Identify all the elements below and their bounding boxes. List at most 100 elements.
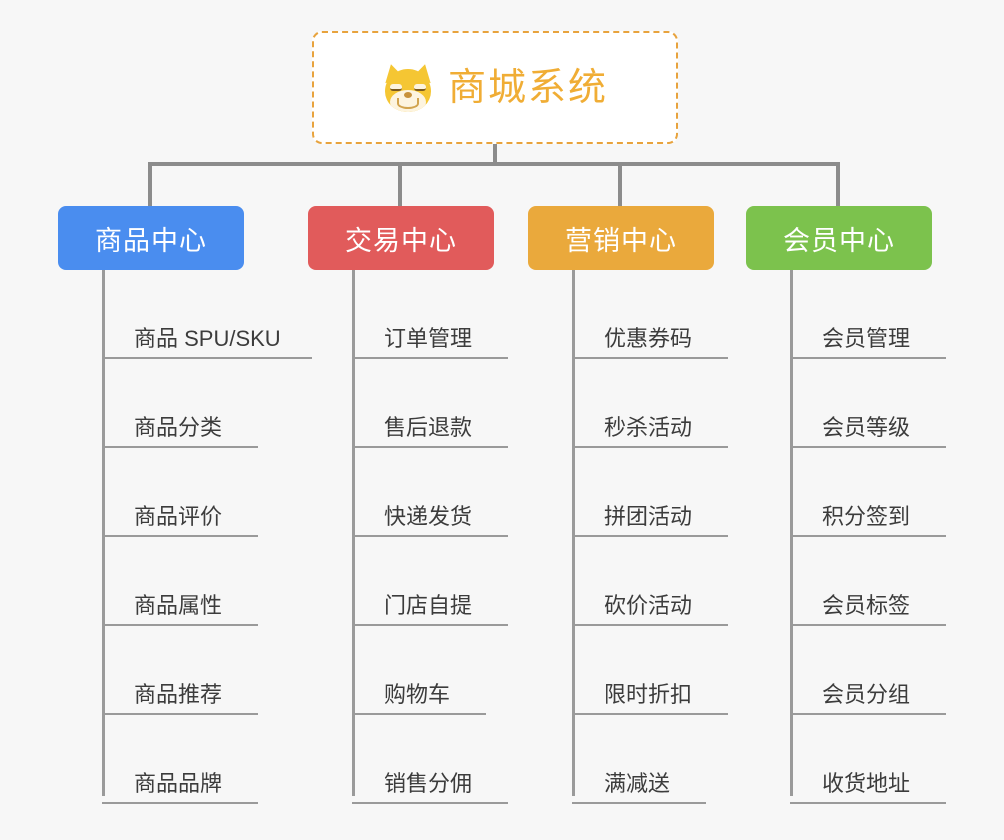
- leaf-label: 商品品牌: [134, 771, 223, 796]
- leaf-underline: [352, 802, 508, 804]
- leaf-label: 商品属性: [134, 593, 223, 618]
- branch-trunk-4: [790, 270, 793, 796]
- leaf-item[interactable]: 售后退款: [352, 359, 508, 448]
- category-header-4-label: 会员中心: [783, 225, 895, 256]
- leaf-label: 优惠券码: [604, 326, 693, 351]
- branch-trunk-1: [102, 270, 105, 796]
- category-header-4[interactable]: 会员中心: [746, 206, 932, 270]
- leaf-item[interactable]: 限时折扣: [572, 626, 728, 715]
- leaf-label: 满减送: [604, 771, 671, 796]
- leaf-label: 商品推荐: [134, 682, 223, 707]
- category-header-3[interactable]: 营销中心: [528, 206, 714, 270]
- leaf-item[interactable]: 秒杀活动: [572, 359, 728, 448]
- leaf-item[interactable]: 商品推荐: [102, 626, 258, 715]
- leaf-label: 销售分佣: [384, 771, 473, 796]
- connector-drop-2: [398, 162, 402, 207]
- connector-drop-3: [618, 162, 622, 207]
- leaf-underline: [102, 624, 258, 626]
- category-header-2-label: 交易中心: [345, 225, 457, 256]
- leaf-underline: [572, 802, 706, 804]
- leaf-underline: [102, 713, 258, 715]
- leaf-underline: [572, 624, 728, 626]
- leaf-underline: [352, 535, 508, 537]
- branch-column-4: 会员中心 会员管理 会员等级 积分签到 会员标签 会员分组: [746, 206, 946, 804]
- leaf-item[interactable]: 商品品牌: [102, 715, 258, 804]
- branch-subtree-2: 订单管理 售后退款 快递发货 门店自提 购物车 销售分佣: [352, 270, 508, 804]
- branch-subtree-1: 商品 SPU/SKU 商品分类 商品评价 商品属性 商品推荐 商品品牌: [102, 270, 312, 804]
- connector-drop-4: [836, 162, 840, 207]
- leaf-underline: [572, 535, 728, 537]
- leaf-item[interactable]: 商品属性: [102, 537, 258, 626]
- branch-subtree-3: 优惠券码 秒杀活动 拼团活动 砍价活动 限时折扣 满减送: [572, 270, 728, 804]
- leaf-label: 收货地址: [822, 771, 911, 796]
- leaf-underline: [572, 357, 728, 359]
- category-header-1[interactable]: 商品中心: [58, 206, 244, 270]
- leaf-label: 商品 SPU/SKU: [134, 326, 281, 351]
- leaf-label: 会员等级: [822, 415, 911, 440]
- leaf-item[interactable]: 购物车: [352, 626, 494, 715]
- leaf-underline: [352, 713, 486, 715]
- branch-trunk-3: [572, 270, 575, 796]
- leaf-item[interactable]: 满减送: [572, 715, 714, 804]
- root-node-title: 商城系统: [447, 66, 608, 109]
- leaf-underline: [790, 624, 946, 626]
- leaf-underline: [352, 624, 508, 626]
- leaf-item[interactable]: 会员标签: [790, 537, 946, 626]
- leaf-item[interactable]: 积分签到: [790, 448, 946, 537]
- leaf-item[interactable]: 优惠券码: [572, 270, 728, 359]
- leaf-item[interactable]: 订单管理: [352, 270, 508, 359]
- leaf-label: 积分签到: [822, 504, 911, 529]
- leaf-item[interactable]: 门店自提: [352, 537, 508, 626]
- leaf-underline: [352, 446, 508, 448]
- leaf-item[interactable]: 商品 SPU/SKU: [102, 270, 312, 359]
- branch-column-3: 营销中心 优惠券码 秒杀活动 拼团活动 砍价活动 限时折扣: [528, 206, 728, 804]
- leaf-item[interactable]: 会员等级: [790, 359, 946, 448]
- leaf-underline: [102, 357, 312, 359]
- leaf-item[interactable]: 商品评价: [102, 448, 258, 537]
- leaf-item[interactable]: 收货地址: [790, 715, 946, 804]
- leaf-label: 快递发货: [384, 504, 473, 529]
- leaf-label: 拼团活动: [604, 504, 693, 529]
- leaf-label: 商品分类: [134, 415, 223, 440]
- leaf-item[interactable]: 销售分佣: [352, 715, 508, 804]
- connector-root-stem: [493, 144, 497, 165]
- leaf-label: 商品评价: [134, 504, 223, 529]
- root-node-shopping-mall-system[interactable]: 商城系统: [312, 31, 678, 144]
- leaf-item[interactable]: 快递发货: [352, 448, 508, 537]
- leaf-label: 售后退款: [384, 415, 473, 440]
- leaf-underline: [352, 357, 508, 359]
- connector-horizontal-bus: [150, 162, 840, 166]
- leaf-underline: [572, 713, 728, 715]
- leaf-label: 门店自提: [384, 593, 473, 618]
- leaf-label: 限时折扣: [604, 682, 693, 707]
- shiba-dog-face-icon: [381, 61, 435, 112]
- leaf-item[interactable]: 商品分类: [102, 359, 258, 448]
- leaf-underline: [790, 535, 946, 537]
- leaf-underline: [790, 446, 946, 448]
- leaf-label: 会员分组: [822, 682, 911, 707]
- branch-subtree-4: 会员管理 会员等级 积分签到 会员标签 会员分组 收货地址: [790, 270, 946, 804]
- leaf-underline: [790, 357, 946, 359]
- leaf-label: 会员标签: [822, 593, 911, 618]
- leaf-label: 会员管理: [822, 326, 911, 351]
- category-header-1-label: 商品中心: [95, 225, 207, 256]
- leaf-underline: [102, 802, 258, 804]
- leaf-item[interactable]: 会员管理: [790, 270, 946, 359]
- leaf-underline: [102, 535, 258, 537]
- leaf-label: 购物车: [384, 682, 451, 707]
- category-header-2[interactable]: 交易中心: [308, 206, 494, 270]
- leaf-label: 秒杀活动: [604, 415, 693, 440]
- leaf-item[interactable]: 拼团活动: [572, 448, 728, 537]
- leaf-item[interactable]: 砍价活动: [572, 537, 728, 626]
- branch-column-1: 商品中心 商品 SPU/SKU 商品分类 商品评价 商品属性 商品推荐: [58, 206, 312, 804]
- branch-trunk-2: [352, 270, 355, 796]
- connector-drop-1: [148, 162, 152, 207]
- branch-column-2: 交易中心 订单管理 售后退款 快递发货 门店自提 购物车: [308, 206, 508, 804]
- leaf-item[interactable]: 会员分组: [790, 626, 946, 715]
- category-header-3-label: 营销中心: [565, 225, 677, 256]
- leaf-underline: [790, 802, 946, 804]
- leaf-underline: [790, 713, 946, 715]
- leaf-label: 订单管理: [384, 326, 473, 351]
- leaf-underline: [102, 446, 258, 448]
